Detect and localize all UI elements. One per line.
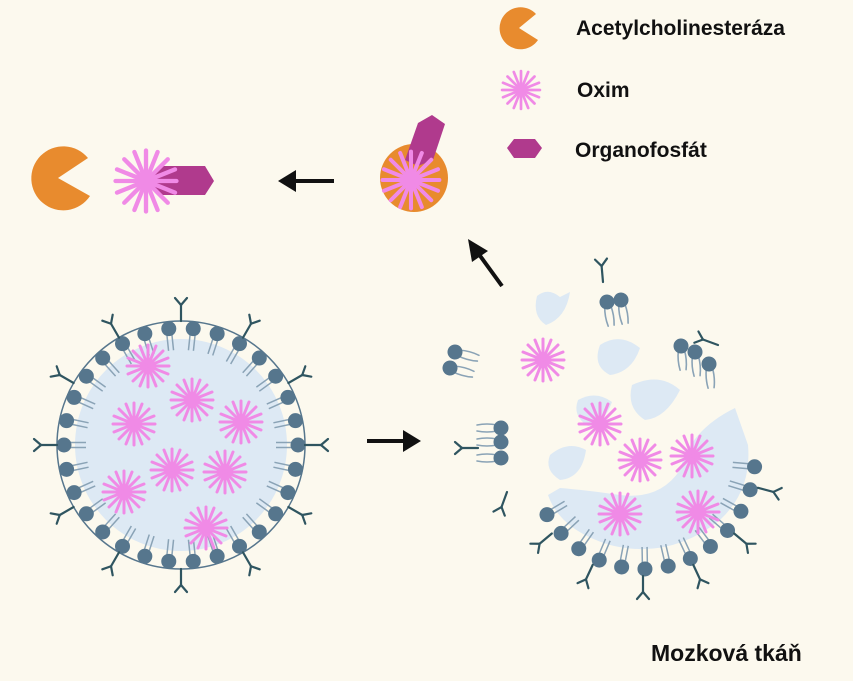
oxime-star-icon — [383, 152, 440, 209]
arrow-right-icon — [367, 430, 421, 452]
legend-label-organophosphate: Organofosfát — [575, 139, 707, 162]
ruptured-liposome — [440, 257, 783, 601]
legend-organophosphate-icon — [507, 139, 542, 158]
legend-icons — [499, 7, 542, 158]
inhibited-enzyme-complex — [380, 115, 448, 212]
free-enzyme-icon — [31, 146, 91, 211]
released-products — [31, 146, 214, 211]
oxime-star-icon — [116, 151, 177, 212]
legend-label-acetylcholinesterase: Acetylcholinesteráza — [576, 17, 785, 40]
legend-label-oxime: Oxim — [577, 79, 630, 102]
intact-liposome — [32, 296, 330, 594]
arrow-up-left-icon — [468, 239, 504, 288]
legend-enzyme-icon — [499, 7, 538, 50]
attached-organophosphate-icon — [405, 115, 445, 166]
brain-tissue-label: Mozková tkáň — [651, 640, 802, 666]
legend-oxime-icon — [500, 69, 542, 111]
arrow-left-icon — [278, 170, 334, 192]
